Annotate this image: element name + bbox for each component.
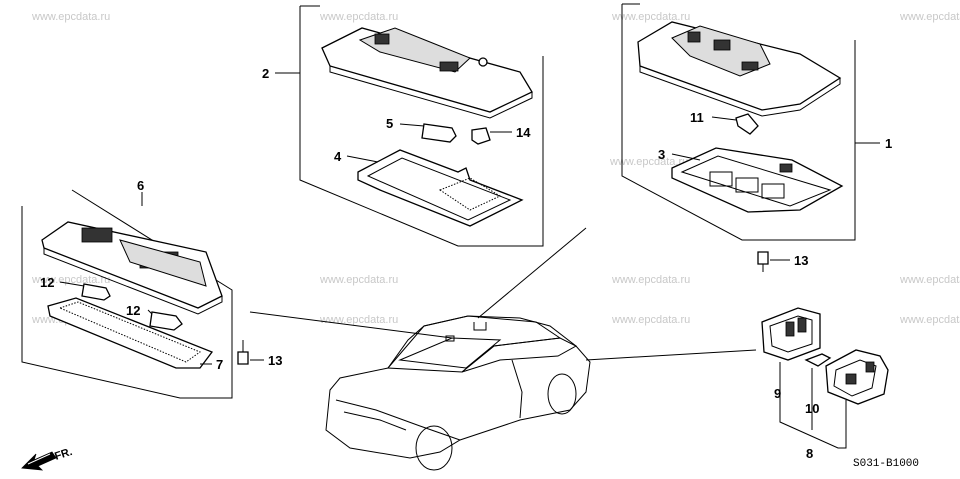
- watermark: www.epcdata.ru: [31, 11, 110, 23]
- watermark: www.epcdata.ru: [319, 274, 398, 286]
- trunk-light-group: 9 10 8: [761, 307, 889, 461]
- wedge-bulb: [804, 353, 832, 367]
- wedge-bulb: [149, 311, 183, 331]
- watermark: www.epcdata.ru: [319, 314, 398, 326]
- car-illustration: [249, 227, 757, 471]
- callout-5: 5: [386, 116, 393, 131]
- callout-13: 13: [794, 253, 808, 268]
- diagram-code: S031-B1000: [853, 458, 919, 470]
- front-arrow-icon: [21, 451, 57, 471]
- wedge-bulb: [421, 123, 457, 143]
- watermark: www.epcdata.ru: [609, 156, 688, 168]
- callout-14: 14: [516, 125, 531, 140]
- leader-line: [477, 227, 587, 319]
- front-personal-light-group: 6 12 12 7 13: [21, 178, 282, 399]
- callout-12: 12: [126, 303, 140, 318]
- personal-light-lens: [47, 297, 214, 369]
- tapping-screw: [757, 251, 769, 265]
- callout-1: 1: [885, 136, 892, 151]
- callout-7: 7: [216, 357, 223, 372]
- callout-2: 2: [262, 66, 269, 81]
- car-body: [325, 315, 591, 459]
- callout-6: 6: [137, 178, 144, 193]
- roof-light-assembly-group: 2 5 14 4: [262, 5, 544, 247]
- callout-13: 13: [268, 353, 282, 368]
- callout-11: 11: [690, 110, 704, 125]
- watermark: www.epcdata.ru: [319, 11, 398, 23]
- map-light-assembly-group: 1 11 3 13: [621, 3, 892, 272]
- watermark: www.epcdata.ru: [899, 11, 960, 23]
- callout-3: 3: [658, 147, 665, 162]
- clip-nut: [471, 127, 491, 145]
- watermark: www.epcdata.ru: [611, 11, 690, 23]
- watermark: www.epcdata.ru: [611, 314, 690, 326]
- switch-knob: [735, 113, 759, 135]
- watermark: www.epcdata.ru: [899, 314, 960, 326]
- callout-10: 10: [805, 401, 819, 416]
- callout-4: 4: [334, 149, 342, 164]
- leader-line: [585, 349, 757, 361]
- front-label: FR.: [53, 446, 74, 463]
- map-light-lens: [671, 147, 844, 213]
- wedge-bulb: [81, 283, 111, 301]
- tapping-screw: [237, 351, 249, 365]
- callout-12: 12: [40, 275, 54, 290]
- callout-9: 9: [774, 386, 781, 401]
- group-box-outline: [299, 6, 544, 247]
- watermark: www.epcdata.ru: [611, 274, 690, 286]
- front-direction-indicator: FR.: [21, 446, 74, 471]
- room-light-lens: [357, 149, 524, 227]
- group-box-outline: [621, 4, 856, 241]
- leader-line: [249, 311, 453, 339]
- callout-8: 8: [806, 446, 813, 461]
- watermark: www.epcdata.ru: [899, 274, 960, 286]
- watermark: www.epcdata.ru: [31, 274, 110, 286]
